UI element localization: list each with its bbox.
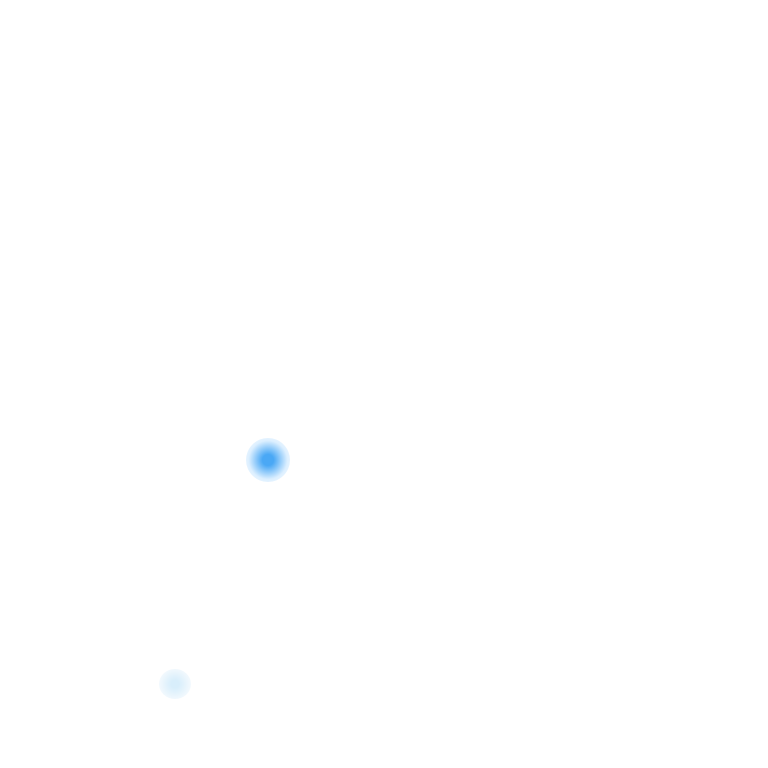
secondary-faint-blob bbox=[159, 669, 191, 699]
primary-blue-blob bbox=[246, 438, 290, 482]
